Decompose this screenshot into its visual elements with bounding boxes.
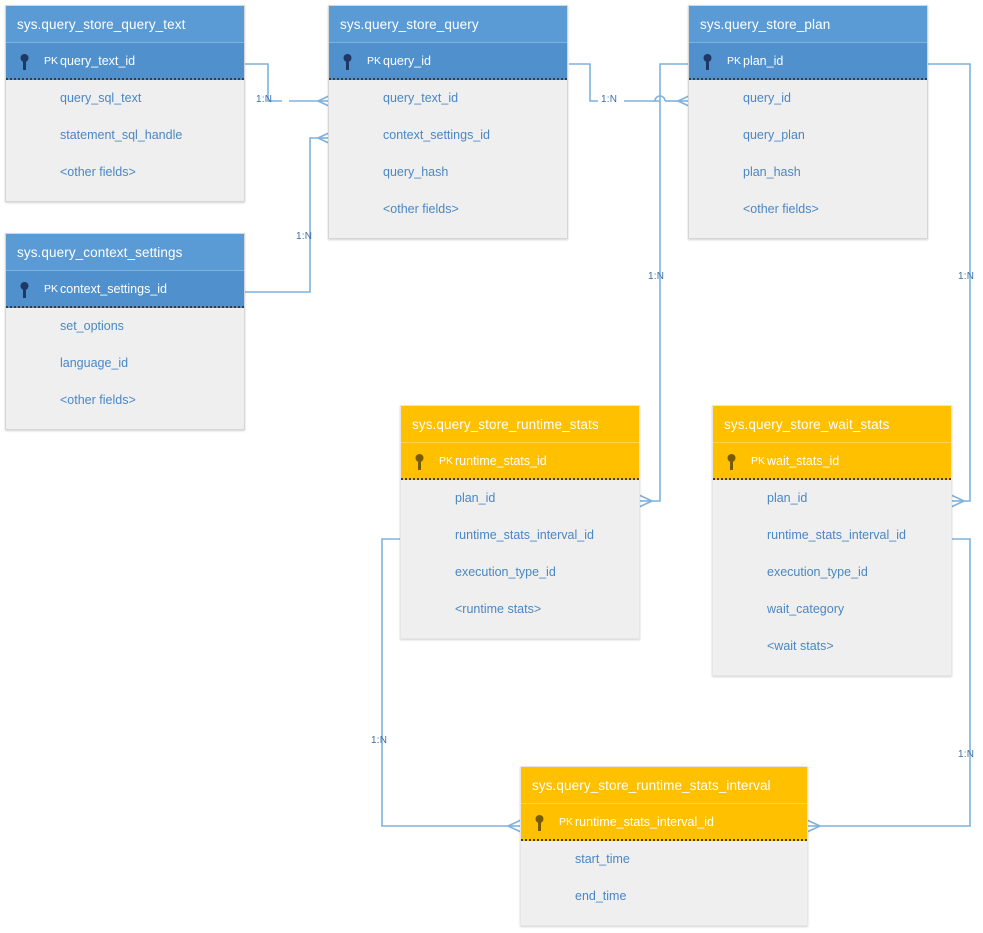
key-icon	[20, 54, 29, 70]
cardinality-label-r3: 1:N	[601, 94, 618, 105]
entity-query-store-runtime-stats[interactable]: sys.query_store_runtime_stats PK runtime…	[400, 405, 640, 639]
entity-title: sys.query_store_runtime_stats	[401, 406, 639, 443]
pk-field-name: runtime_stats_interval_id	[575, 815, 714, 829]
cardinality-label-r5: 1:N	[958, 271, 975, 282]
field-row: runtime_stats_interval_id	[767, 528, 906, 542]
pk-field-name: context_settings_id	[60, 282, 168, 296]
cardinality-label-r4: 1:N	[648, 271, 665, 282]
pk-field-name: query_text_id	[60, 54, 136, 68]
pk-badge: PK	[367, 55, 382, 67]
entity-fields: query_id query_plan plan_hash <other fie…	[689, 80, 927, 238]
field-row: query_sql_text	[60, 91, 142, 105]
pk-badge: PK	[727, 55, 742, 67]
pk-badge: PK	[44, 55, 59, 67]
pk-field-name: query_id	[383, 54, 431, 68]
cardinality-label-r2: 1:N	[296, 231, 313, 242]
entity-pk-row: PK wait_stats_id	[713, 443, 951, 480]
cardinality-label-r6: 1:N	[371, 735, 388, 746]
pk-field-name: runtime_stats_id	[455, 454, 547, 468]
cardinality-label-r7: 1:N	[958, 749, 975, 760]
field-row: <other fields>	[60, 393, 136, 407]
entity-fields: start_time end_time	[521, 841, 807, 925]
field-row: context_settings_id	[383, 128, 491, 142]
pk-badge: PK	[559, 816, 574, 828]
field-row: plan_id	[455, 491, 496, 505]
pk-badge: PK	[751, 455, 766, 467]
pk-field-name: plan_id	[743, 54, 784, 68]
field-row: set_options	[60, 319, 124, 333]
field-row: language_id	[60, 356, 129, 370]
field-row: wait_category	[767, 602, 845, 616]
key-icon	[535, 815, 544, 831]
entity-fields: plan_id runtime_stats_interval_id execut…	[401, 480, 639, 638]
field-row: plan_hash	[743, 165, 801, 179]
entity-pk-row: PK runtime_stats_interval_id	[521, 804, 807, 841]
field-row: execution_type_id	[767, 565, 868, 579]
field-row: <wait stats>	[767, 639, 834, 653]
field-row: execution_type_id	[455, 565, 556, 579]
entity-query-store-plan[interactable]: sys.query_store_plan PK plan_id query_id…	[688, 5, 928, 239]
key-icon	[343, 54, 352, 70]
field-row: query_plan	[743, 128, 805, 142]
entity-query-context-settings[interactable]: sys.query_context_settings PK context_se…	[5, 233, 245, 430]
connector-query-to-plan	[569, 63, 692, 108]
field-row: <other fields>	[383, 202, 459, 216]
key-icon	[20, 282, 29, 298]
pk-badge: PK	[44, 283, 59, 295]
entity-fields: query_text_id context_settings_id query_…	[329, 80, 567, 238]
entity-fields: plan_id runtime_stats_interval_id execut…	[713, 480, 951, 675]
field-row: plan_id	[767, 491, 808, 505]
key-icon	[727, 454, 736, 470]
entity-title: sys.query_context_settings	[6, 234, 244, 271]
entity-pk-row: PK plan_id	[689, 43, 927, 80]
field-row: <other fields>	[60, 165, 136, 179]
entity-query-store-query-text[interactable]: sys.query_store_query_text PK query_text…	[5, 5, 245, 202]
field-row: runtime_stats_interval_id	[455, 528, 594, 542]
field-row: start_time	[575, 852, 630, 866]
entity-title: sys.query_store_runtime_stats_interval	[521, 767, 807, 804]
entity-pk-row: PK runtime_stats_id	[401, 443, 639, 480]
cardinality-label-r1: 1:N	[256, 94, 273, 105]
field-row: query_hash	[383, 165, 449, 179]
field-row: query_text_id	[383, 91, 459, 105]
connector-context-settings-to-query	[245, 131, 332, 293]
entity-pk-row: PK context_settings_id	[6, 271, 244, 308]
entity-fields: query_sql_text statement_sql_handle <oth…	[6, 80, 244, 201]
entity-query-store-runtime-stats-interval[interactable]: sys.query_store_runtime_stats_interval P…	[520, 766, 808, 926]
field-row: query_id	[743, 91, 791, 105]
entity-title: sys.query_store_query	[329, 6, 567, 43]
field-row: <other fields>	[743, 202, 819, 216]
entity-pk-row: PK query_id	[329, 43, 567, 80]
entity-fields: set_options language_id <other fields>	[6, 308, 244, 429]
key-icon	[415, 454, 424, 470]
key-icon	[703, 54, 712, 70]
entity-title: sys.query_store_plan	[689, 6, 927, 43]
field-row: end_time	[575, 889, 627, 903]
entity-query-store-wait-stats[interactable]: sys.query_store_wait_stats PK wait_stats…	[712, 405, 952, 676]
entity-query-store-query[interactable]: sys.query_store_query PK query_id query_…	[328, 5, 568, 239]
pk-field-name: wait_stats_id	[767, 454, 840, 468]
connector-plan-to-runtime-stats	[638, 63, 688, 508]
entity-title: sys.query_store_wait_stats	[713, 406, 951, 443]
field-row: statement_sql_handle	[60, 128, 183, 142]
entity-pk-row: PK query_text_id	[6, 43, 244, 80]
field-row: <runtime stats>	[455, 602, 542, 616]
entity-title: sys.query_store_query_text	[6, 6, 244, 43]
pk-badge: PK	[439, 455, 454, 467]
